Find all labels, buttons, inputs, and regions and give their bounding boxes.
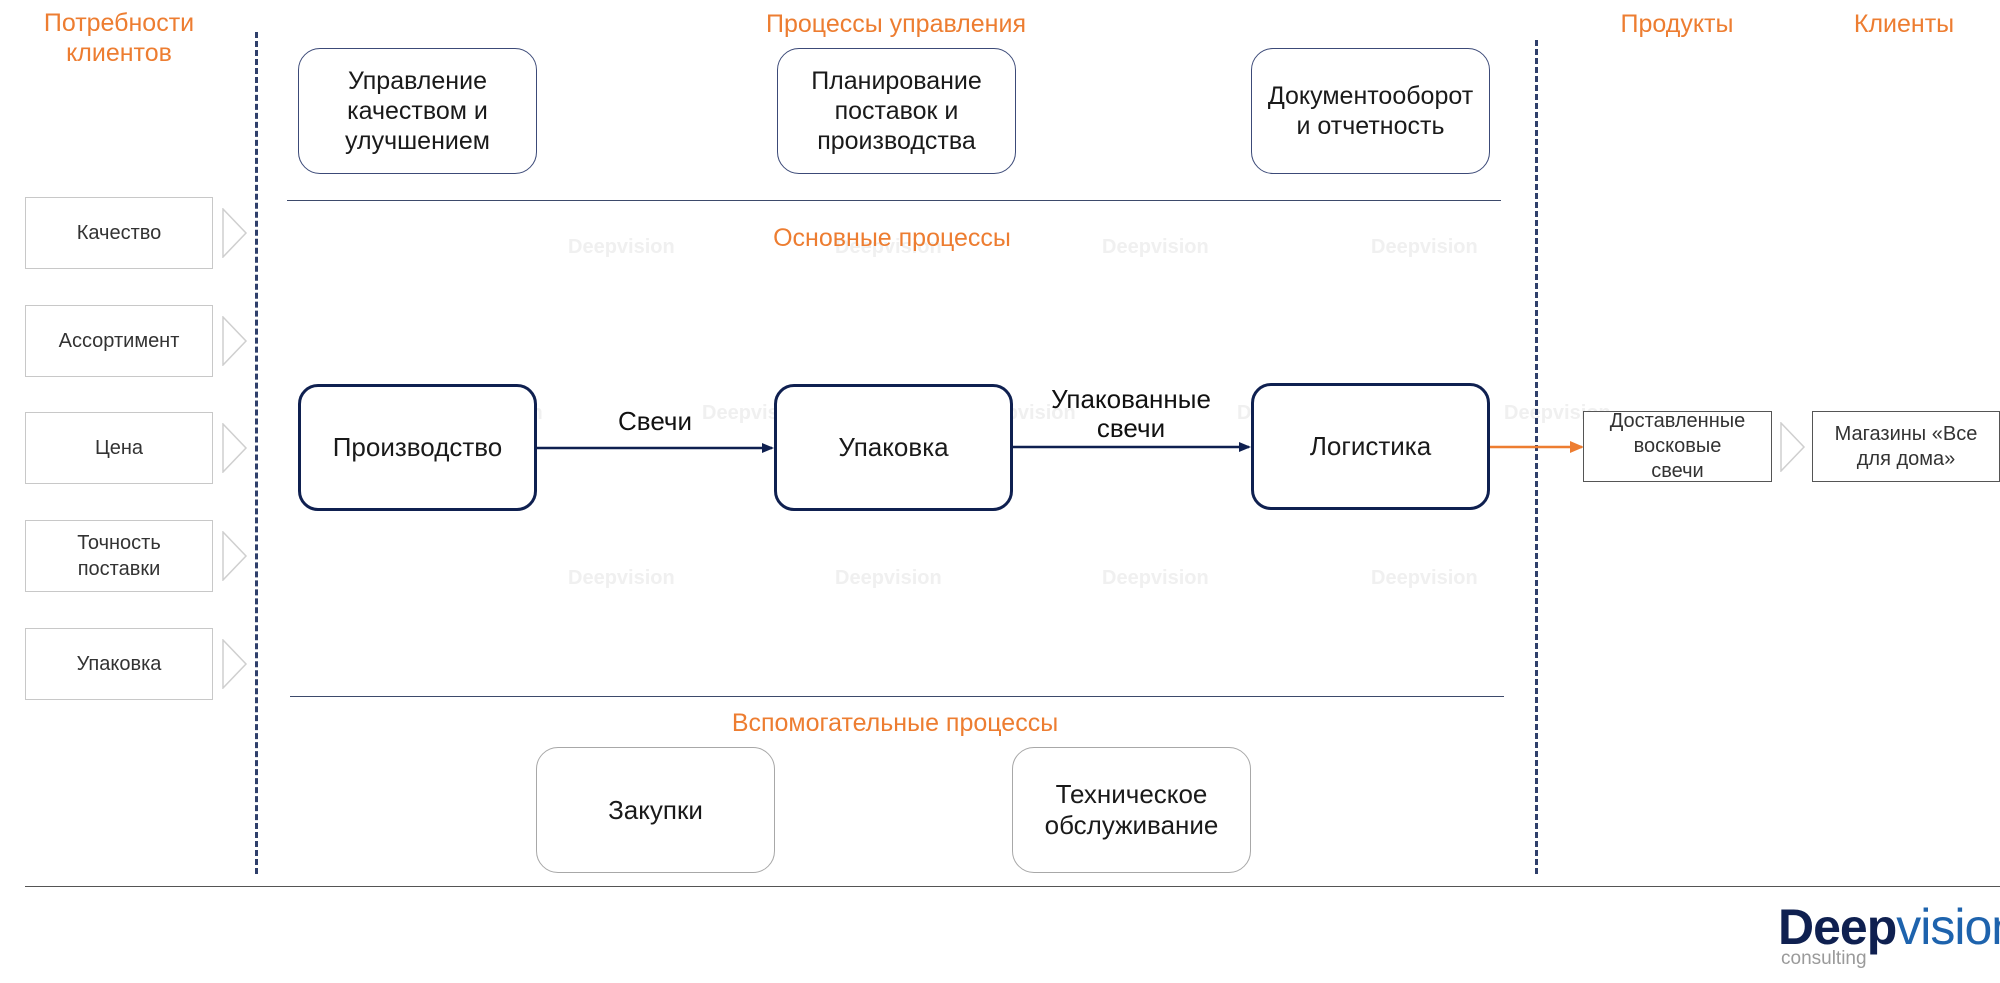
logo-word-bold: Deep [1778,899,1897,955]
management-core-separator [287,200,1501,201]
process-production: Производство [298,384,537,511]
watermark: Deepvision [835,567,942,589]
client-stores: Магазины «Все для дома» [1812,411,2000,482]
need-packaging: Упаковка [25,628,213,700]
management-heading: Процессы управления [766,10,1026,38]
logo-wordmark: Deepvision [1778,898,2000,956]
chevron-right-icon [1780,422,1806,472]
support-heading: Вспомогательные процессы [731,709,1059,737]
products-heading: Продукты [1620,10,1734,38]
process-document-flow: Документооборот и отчетность [1251,48,1490,174]
core-support-separator [290,696,1504,697]
need-price: Цена [25,412,213,484]
footer-line [25,886,2000,887]
process-procurement: Закупки [536,747,775,873]
process-supply-planning: Планирование поставок и производства [777,48,1016,174]
watermark: Deepvision [1102,567,1209,589]
watermark: Deepvision [1371,236,1478,258]
chevron-right-icon [222,639,248,689]
need-assortment: Ассортимент [25,305,213,377]
flow-label-candles: Свечи [618,406,692,436]
clients-heading: Клиенты [1853,10,1955,38]
logo-word-light: vision [1896,899,2000,955]
customer-needs-heading: Потребности клиентов [43,9,195,67]
needs-divider [255,32,258,874]
core-heading: Основные процессы [773,224,1011,252]
chevron-right-icon [222,423,248,473]
watermark: Deepvision [568,236,675,258]
process-packaging: Упаковка [774,384,1013,511]
process-maintenance: Техническое обслуживание [1012,747,1251,873]
product-delivered-candles: Доставленные восковые свечи [1583,410,1772,482]
flow-label-packed-candles: Упакованные свечи [1051,384,1211,443]
watermark: Deepvision [568,567,675,589]
logo-subtitle: consulting [1781,948,1867,969]
need-quality: Качество [25,197,213,269]
process-logistics: Логистика [1251,383,1490,510]
chevron-right-icon [222,316,248,366]
chevron-right-icon [222,531,248,581]
need-delivery-accuracy: Точность поставки [25,520,213,592]
chevron-right-icon [222,208,248,258]
watermark: Deepvision [1371,567,1478,589]
watermark: Deepvision [1102,236,1209,258]
process-quality-management: Управление качеством и улучшением [298,48,537,174]
products-divider [1535,40,1538,874]
deepvision-logo: Deepvision consulting [1778,898,2000,978]
watermark: Deepvision [835,236,942,258]
